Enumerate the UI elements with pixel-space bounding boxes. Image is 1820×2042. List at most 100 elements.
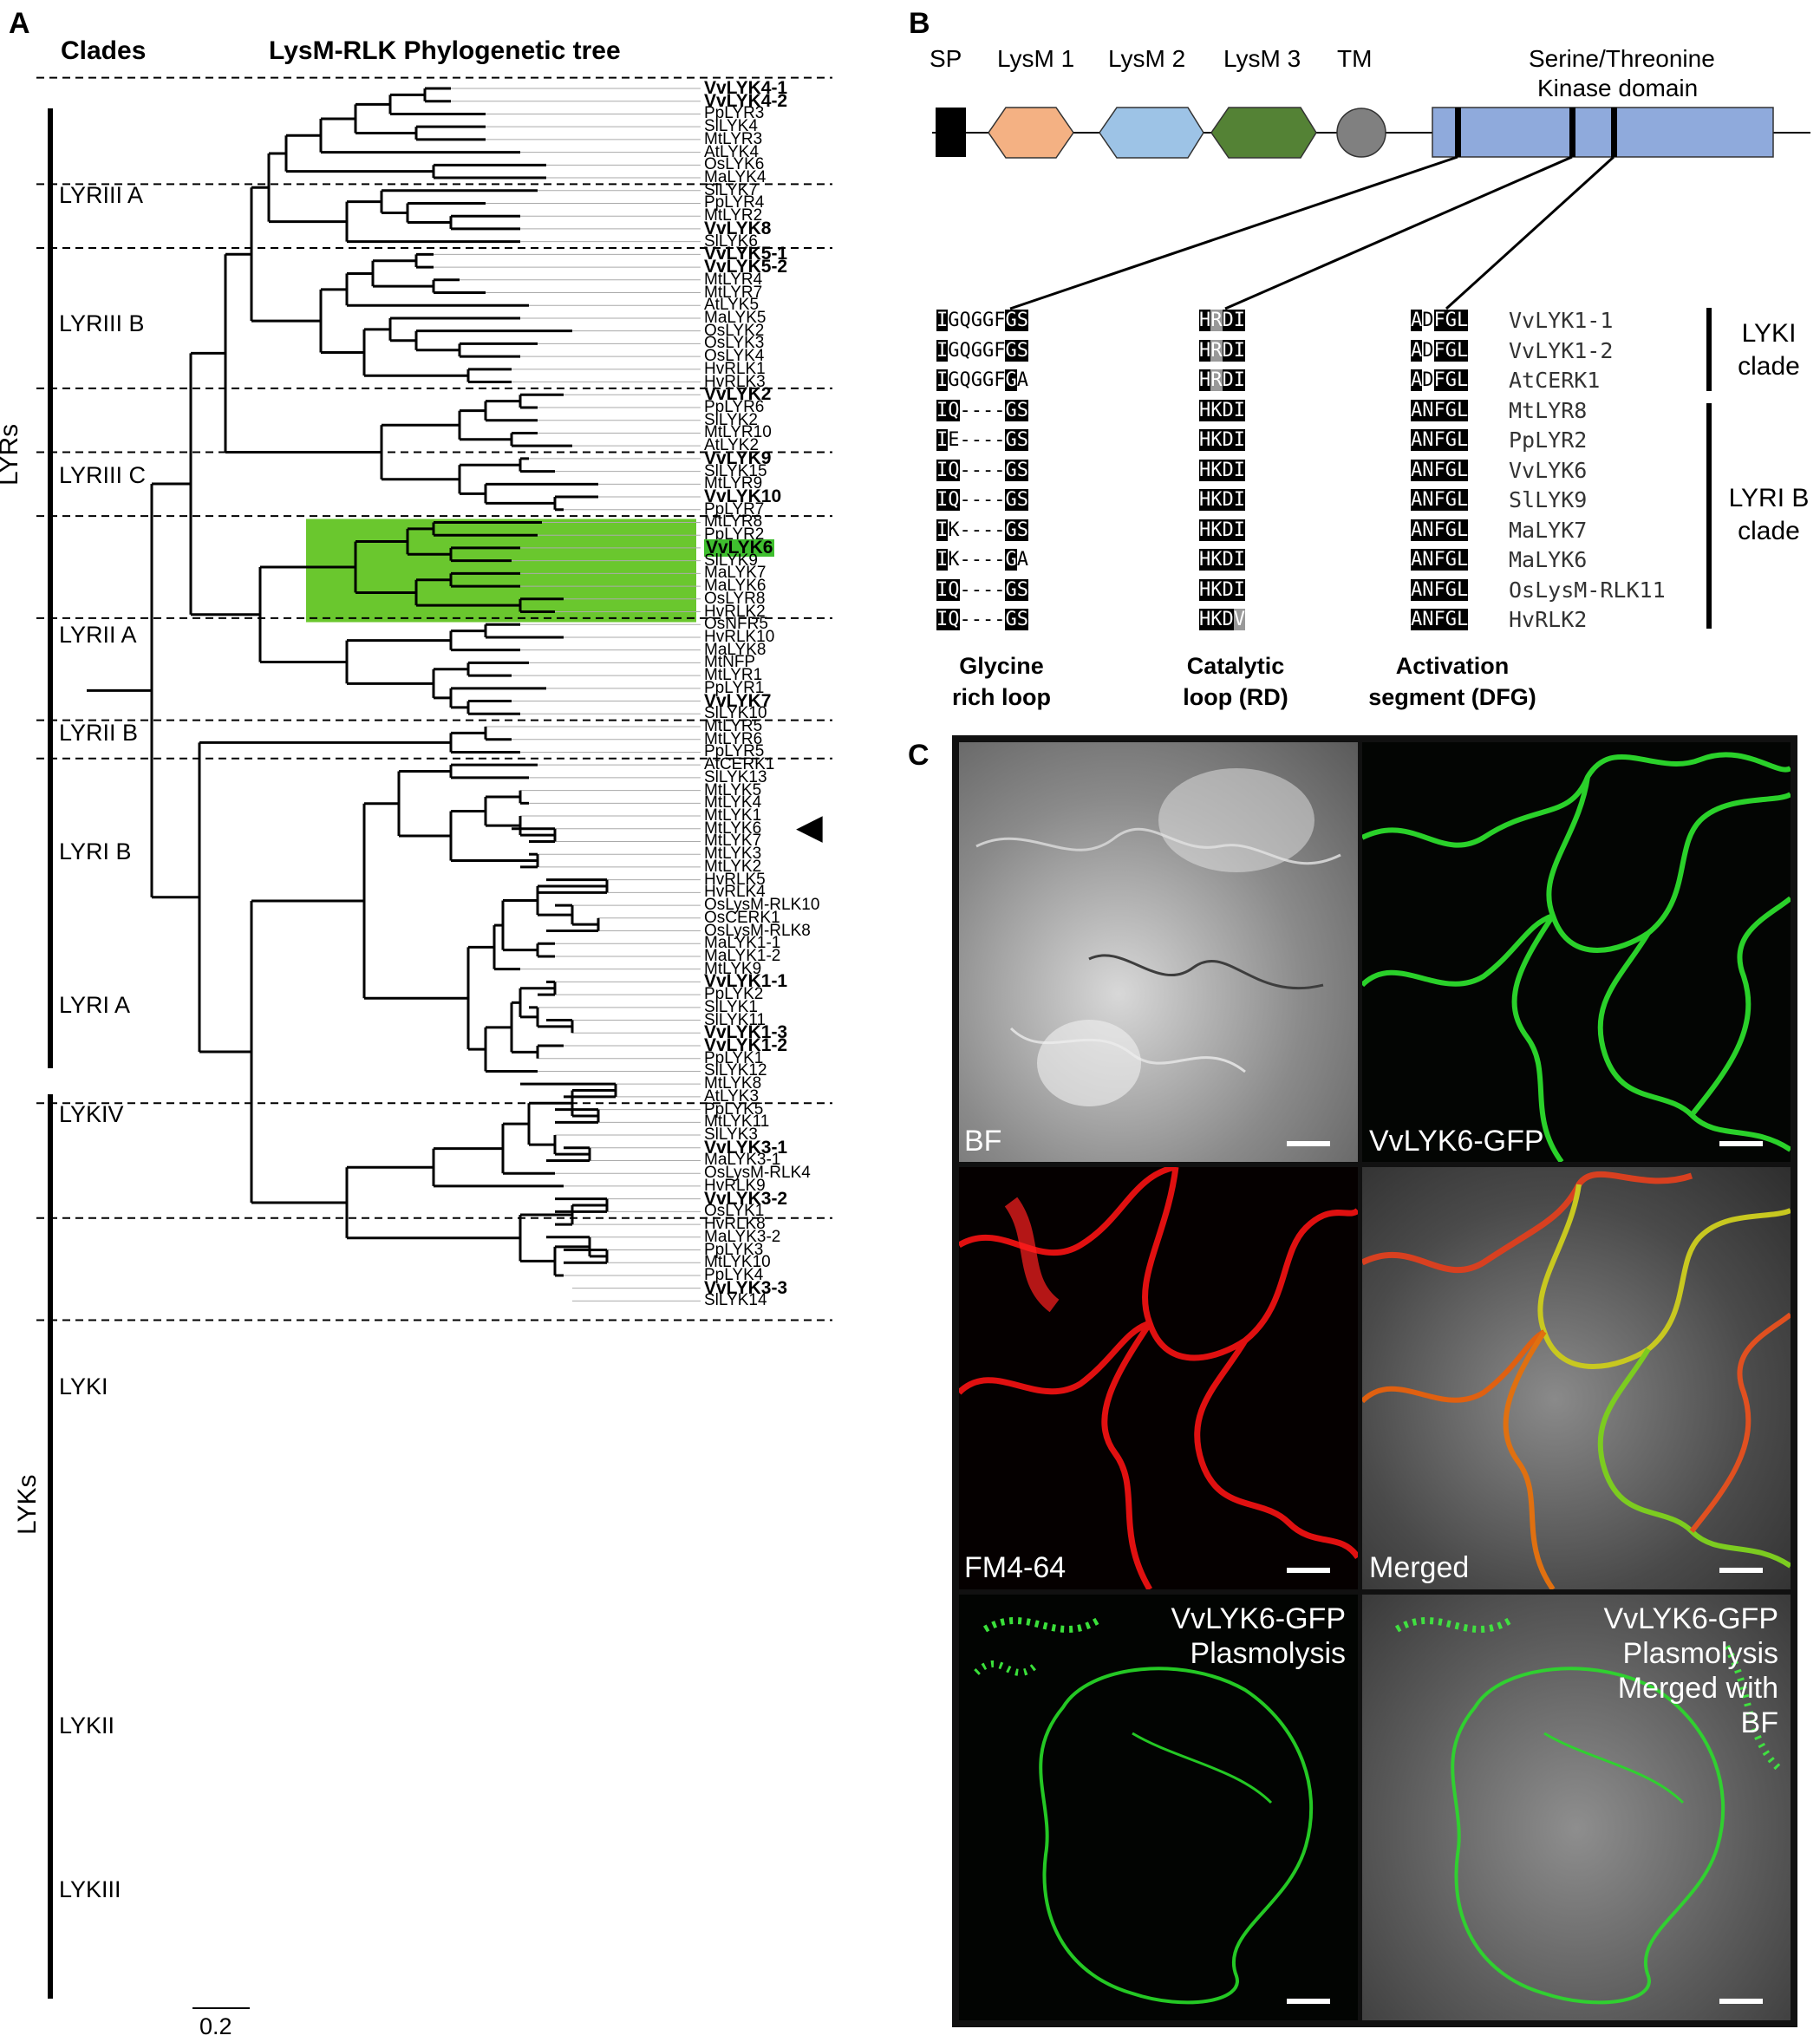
- alignment-row: ANFGL: [1411, 426, 1468, 456]
- lysm1-domain: [988, 108, 1073, 158]
- alignment-row: HKDI: [1199, 426, 1245, 456]
- kinase-domain: [1432, 108, 1773, 157]
- alignment-row: IQ----GS: [936, 605, 1028, 636]
- tile-plasmolysis: VvLYK6-GFPPlasmolysis: [959, 1595, 1358, 2020]
- tile-plasmolysis-label: VvLYK6-GFPPlasmolysis: [1171, 1602, 1346, 1671]
- alignment-row: HKDI: [1199, 516, 1245, 546]
- clade-label: LYRII B: [59, 720, 138, 747]
- group-lyks-label: LYKs: [13, 1475, 42, 1535]
- lysm3-domain: [1211, 108, 1316, 158]
- scale-bar: [1719, 1999, 1763, 2004]
- catalytic-loop-label: Catalyticloop (RD): [1153, 650, 1318, 713]
- alignment-row: ADFGL: [1411, 366, 1468, 396]
- alignment-row: IQ----GS: [936, 486, 1028, 516]
- alignment-row: HKDV: [1199, 605, 1245, 636]
- panel-a: A Clades LysM-RLK Phylogenetic tree LYRs…: [0, 0, 867, 2042]
- alignment-row: HRDI: [1199, 336, 1245, 367]
- leaf-label: SlLYK14: [704, 1292, 767, 1309]
- catalytic-loop-alignment: HRDIHRDIHRDIHKDIHKDIHKDIHKDIHKDIHKDIHKDI…: [1199, 306, 1245, 636]
- alignment-row: IGQGGFGA: [936, 366, 1028, 396]
- clade-label: LYRII A: [59, 622, 137, 649]
- tile-bf-label: BF: [964, 1124, 1001, 1158]
- sequence-name: VvLYK6: [1509, 456, 1666, 486]
- alignment-row: IQ----GS: [936, 576, 1028, 606]
- alignment-row: ADFGL: [1411, 336, 1468, 367]
- tm-domain: [1337, 108, 1386, 157]
- scale-bar: [1287, 1999, 1330, 2004]
- alignment-row: IQ----GS: [936, 396, 1028, 427]
- sp-domain: [936, 108, 966, 157]
- scale-bar: [1719, 1568, 1763, 1573]
- clade-label: LYRI A: [59, 992, 130, 1019]
- lysm2-domain: [1099, 108, 1204, 158]
- clade-label: LYRIII B: [59, 310, 145, 337]
- sequence-name: VvLYK1-1: [1509, 306, 1666, 336]
- panel-c: BF VvLYK6-GFP FM4-64: [952, 735, 1797, 2027]
- sequence-name: MaLYK6: [1509, 545, 1666, 576]
- clade-label: LYRI B: [59, 838, 132, 865]
- alignment-row: ANFGL: [1411, 576, 1468, 606]
- alignment-row: ANFGL: [1411, 516, 1468, 546]
- alignment-row: IGQGGFGS: [936, 336, 1028, 367]
- sequence-name: AtCERK1: [1509, 366, 1666, 396]
- sequence-name: MaLYK7: [1509, 516, 1666, 546]
- alignment-row: HRDI: [1199, 306, 1245, 336]
- sequence-name: VvLYK1-2: [1509, 336, 1666, 367]
- tile-merged-label: Merged: [1369, 1550, 1469, 1585]
- sequence-name: HvRLK2: [1509, 605, 1666, 636]
- tile-merged: Merged: [1362, 1167, 1791, 1589]
- alignment-row: HKDI: [1199, 486, 1245, 516]
- clade-label: LYKII: [59, 1713, 114, 1739]
- tile-gfp: VvLYK6-GFP: [1362, 742, 1791, 1162]
- clade-label: LYKI: [59, 1373, 108, 1400]
- alignment-row: ANFGL: [1411, 545, 1468, 576]
- sequence-name: OsLysM-RLK11: [1509, 576, 1666, 606]
- panel-b: B SP LysM 1 LysM 2 LysM 3 TM Serine/Thre…: [902, 0, 1820, 728]
- alignment-row: HKDI: [1199, 456, 1245, 486]
- lyri-b-clade-bar: [1706, 403, 1712, 629]
- clade-label: LYKIV: [59, 1101, 124, 1128]
- tile-fm4-64: FM4-64: [959, 1167, 1358, 1589]
- alignment-row: IE----GS: [936, 426, 1028, 456]
- domain-diagram: [902, 0, 1820, 347]
- alignment-row: IK----GS: [936, 516, 1028, 546]
- glycine-loop-alignment: IGQGGFGSIGQGGFGSIGQGGFGAIQ----GSIE----GS…: [936, 306, 1028, 636]
- alignment-row: ANFGL: [1411, 605, 1468, 636]
- sequence-name: SlLYK9: [1509, 486, 1666, 516]
- group-lyrs-label: LYRs: [0, 424, 24, 486]
- alignment-row: ANFGL: [1411, 486, 1468, 516]
- alignment-row: HKDI: [1199, 396, 1245, 427]
- alignment-row: ADFGL: [1411, 306, 1468, 336]
- clade-label: LYKIII: [59, 1876, 121, 1903]
- clade-label: LYRIII A: [59, 182, 143, 209]
- scale-bar: [1287, 1568, 1330, 1573]
- alignment-row: IGQGGFGS: [936, 306, 1028, 336]
- panel-c-label: C: [908, 739, 930, 773]
- scale-bar: [1287, 1141, 1330, 1146]
- clade-label: LYRIII C: [59, 462, 146, 489]
- sequence-name: PpLYR2: [1509, 426, 1666, 456]
- sequence-name: MtLYR8: [1509, 396, 1666, 427]
- alignment-sequence-names: VvLYK1-1VvLYK1-2AtCERK1MtLYR8PpLYR2VvLYK…: [1509, 306, 1666, 636]
- tile-fm4-64-label: FM4-64: [964, 1550, 1066, 1585]
- alignment-row: IK----GA: [936, 545, 1028, 576]
- tile-gfp-label: VvLYK6-GFP: [1369, 1124, 1544, 1158]
- alignment-row: HKDI: [1199, 576, 1245, 606]
- alignment-row: ANFGL: [1411, 456, 1468, 486]
- scale-bar: [1719, 1141, 1763, 1146]
- alignment-row: IQ----GS: [936, 456, 1028, 486]
- alignment-row: ANFGL: [1411, 396, 1468, 427]
- tile-bf: BF: [959, 742, 1358, 1162]
- alignment-row: HKDI: [1199, 545, 1245, 576]
- alignment-row: HRDI: [1199, 366, 1245, 396]
- lyki-clade-label: LYKIclade: [1725, 317, 1812, 383]
- tile-plasmolysis-merged-label: VvLYK6-GFPPlasmolysisMerged withBF: [1603, 1602, 1778, 1740]
- glycine-loop-label: Glycinerich loop: [919, 650, 1084, 713]
- scale-bar-label: 0.2: [199, 2013, 232, 2040]
- vvlyk6-arrow-icon: ◀: [796, 810, 823, 845]
- lyki-clade-bar: [1706, 308, 1712, 391]
